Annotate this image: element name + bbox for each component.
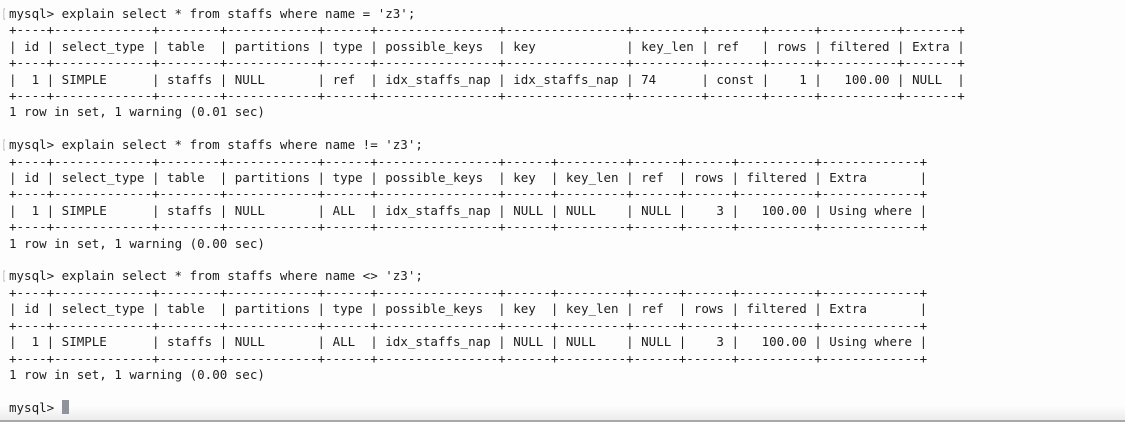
explain-result-table: +----+-------------+--------+-----------… (9, 153, 928, 235)
terminal-cursor[interactable] (61, 400, 70, 415)
status-line: 1 row in set, 1 warning (0.00 sec) (9, 235, 265, 251)
command-block-equals: [mysql> explain select * from staffs wher… (2, 6, 1125, 121)
command-line: [mysql> explain select * from staffs wher… (2, 6, 1125, 22)
status-line: 1 row in set, 1 warning (0.00 sec) (9, 366, 265, 382)
window-bottom-edge (0, 420, 1125, 422)
command-start-mark: [ (2, 137, 7, 153)
command-block-not-equals: [mysql> explain select * from staffs wher… (2, 137, 1125, 252)
command-block-angle-brackets: [mysql> explain select * from staffs wher… (2, 268, 1125, 383)
mysql-prompt: mysql> (9, 399, 55, 415)
command-line: [mysql> explain select * from staffs wher… (2, 137, 1125, 153)
mysql-prompt: mysql> (9, 6, 55, 21)
mysql-prompt: mysql> (9, 268, 55, 284)
mysql-prompt: mysql> (9, 137, 55, 153)
explain-result-table: +----+-------------+--------+-----------… (9, 284, 928, 366)
window-bottom-fade (0, 406, 1125, 420)
command-start-mark: [ (2, 6, 7, 21)
command-text: explain select * from staffs where name … (61, 137, 423, 153)
active-prompt-line[interactable]: mysql> (9, 400, 1125, 416)
explain-result-table: +----+-------------+--------+-----------… (9, 22, 965, 104)
command-start-mark: [ (2, 268, 7, 284)
command-text: explain select * from staffs where name … (61, 268, 423, 284)
below-window-area (0, 422, 1125, 427)
command-line: [mysql> explain select * from staffs wher… (2, 268, 1125, 284)
status-line: 1 row in set, 1 warning (0.01 sec) (9, 104, 265, 120)
command-text: explain select * from staffs where name … (61, 6, 416, 21)
